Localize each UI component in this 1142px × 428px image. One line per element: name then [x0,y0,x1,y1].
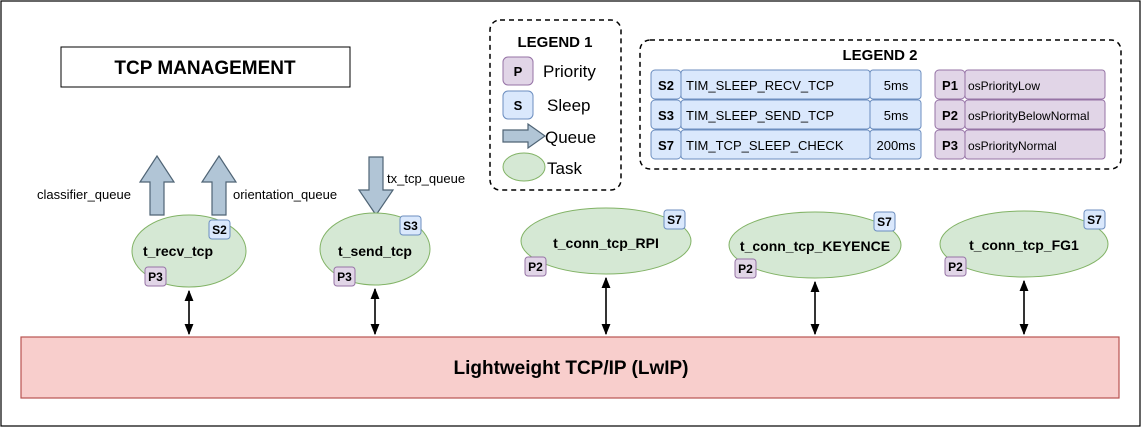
sleep-name: TIM_SLEEP_RECV_TCP [686,78,834,93]
tx-tcp-queue: tx_tcp_queue [357,156,465,217]
task-name: t_recv_tcp [143,243,213,259]
sleep-name: TIM_TCP_SLEEP_CHECK [686,138,844,153]
task-conn-tcp-rpi: t_conn_tcp_RPI S7 P2 [520,207,692,277]
priority-id: P2 [942,108,958,123]
task-priority-badge: P3 [148,270,163,284]
task-ellipse [939,210,1109,278]
legend-1-title: LEGEND 1 [517,34,592,51]
task-name: t_conn_tcp_RPI [553,235,659,251]
legend-2-priority-row: P3 osPriorityNormal [934,129,1106,160]
task-sleep-badge: S7 [1087,213,1102,227]
task-priority-badge: P2 [948,260,963,274]
task-recv-tcp: t_recv_tcp S2 P3 [131,214,247,288]
sleep-value: 5ms [884,108,909,123]
legend-2-priority-row: P2 osPriorityBelowNormal [934,99,1106,130]
lwip-stack: Lightweight TCP/IP (LwIP) [20,336,1120,399]
orientation-queue-label: orientation_queue [233,187,337,202]
page-title: TCP MANAGEMENT [114,58,296,79]
queue-up-arrow-icon [200,154,238,216]
task-send-tcp: t_send_tcp S3 P3 [319,212,431,287]
priority-badge: P [514,64,523,79]
task-sleep-badge: S2 [212,223,227,237]
queue-arrow-icon [502,122,547,150]
legend-1-task-label: Task [547,159,582,178]
sleep-id: S7 [658,138,674,153]
priority-name: osPriorityLow [968,79,1040,93]
legend-2-priority-row: P1 osPriorityLow [934,69,1106,100]
sleep-value: 200ms [876,138,916,153]
task-sleep-badge: S7 [877,215,892,229]
title-box: TCP MANAGEMENT [60,46,351,88]
priority-name: osPriorityBelowNormal [968,109,1089,123]
task-name: t_conn_tcp_FG1 [969,237,1079,253]
task-sleep-badge: S7 [667,213,682,227]
priority-id: P1 [942,78,958,93]
classifier-queue-label: classifier_queue [37,187,131,202]
tx-tcp-queue-label: tx_tcp_queue [387,171,465,186]
legend-2: LEGEND 2 S2 TIM_SLEEP_RECV_TCP 5ms S3 TI… [639,39,1122,170]
legend-2-sleep-row: S2 TIM_SLEEP_RECV_TCP 5ms [650,69,922,100]
legend-2-sleep-row: S3 TIM_SLEEP_SEND_TCP 5ms [650,99,922,130]
task-name: t_send_tcp [338,243,412,259]
sleep-name: TIM_SLEEP_SEND_TCP [686,108,834,123]
queue-up-arrow-icon [138,154,176,216]
task-conn-tcp-fg1: t_conn_tcp_FG1 S7 P2 [939,209,1109,278]
legend-2-sleep-row: S7 TIM_TCP_SLEEP_CHECK 200ms [650,129,922,160]
sleep-id: S3 [658,108,674,123]
sleep-value: 5ms [884,78,909,93]
legend-1-task: Task [502,152,582,182]
legend-1-priority: P Priority [502,56,596,86]
legend-1-priority-label: Priority [543,62,596,81]
lwip-stack-label: Lightweight TCP/IP (LwIP) [453,358,688,379]
task-sleep-badge: S3 [403,219,418,233]
legend-1-sleep: S Sleep [502,90,590,120]
classifier-queue: classifier_queue [37,154,176,216]
legend-1-queue-label: Queue [545,128,596,147]
task-ellipse-icon [502,152,546,182]
task-priority-badge: P3 [337,270,352,284]
legend-1-sleep-label: Sleep [547,96,590,115]
task-priority-badge: P2 [738,262,753,276]
sleep-id: S2 [658,78,674,93]
priority-name: osPriorityNormal [968,139,1057,153]
legend-2-title: LEGEND 2 [842,47,917,64]
task-name: t_conn_tcp_KEYENCE [740,238,890,254]
task-ellipse [728,211,902,279]
task-priority-badge: P2 [528,260,543,274]
queue-down-arrow-icon [357,156,395,217]
task-ellipse [520,207,692,275]
sleep-badge: S [514,98,523,113]
legend-1-queue: Queue [502,122,596,150]
priority-id: P3 [942,138,958,153]
legend-1: LEGEND 1 P Priority S Sleep Queue Task [489,19,622,191]
task-conn-tcp-keyence: t_conn_tcp_KEYENCE S7 P2 [728,211,902,279]
orientation-queue: orientation_queue [200,154,337,216]
